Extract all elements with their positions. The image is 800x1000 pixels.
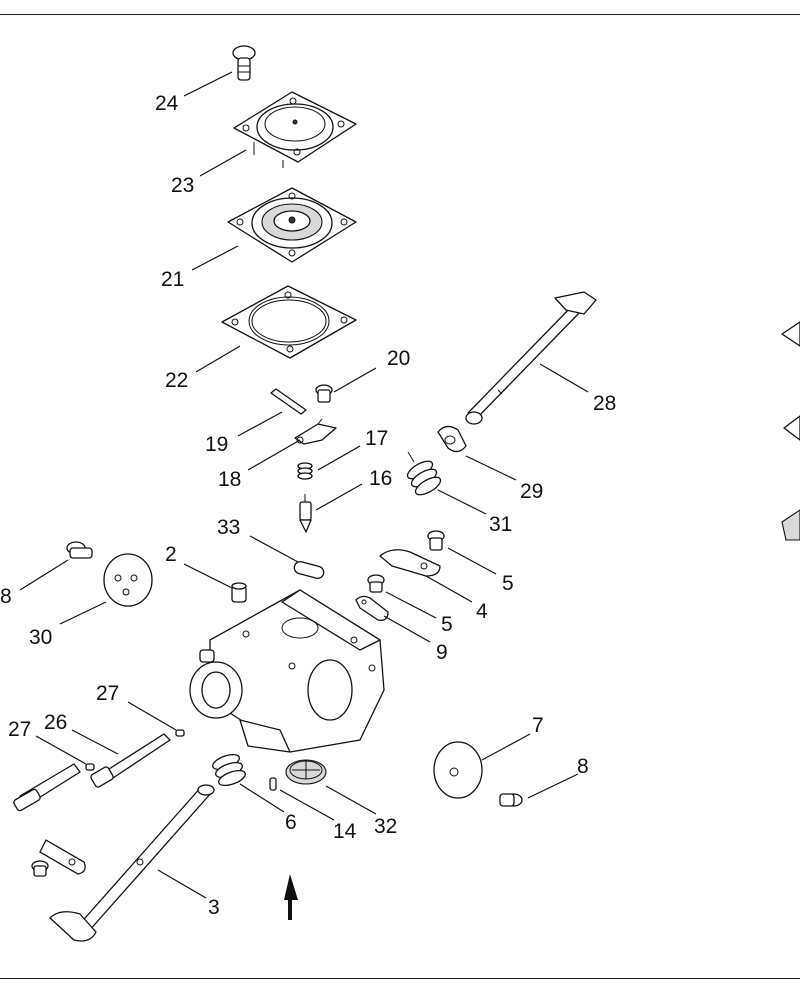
cropped-part-right-3 [781,509,800,541]
callout-19: 19 [205,433,228,456]
part-33-seal [293,561,325,579]
frame-bottom-border [0,978,800,979]
callout-27-upper: 27 [96,682,119,705]
part-bottom-lever [39,839,86,875]
part-14-pin [269,777,277,791]
part-8-screw-left [66,541,93,559]
callout-3: 3 [208,896,220,919]
part-3-shaft [49,784,215,942]
part-2-plug [231,582,247,603]
callout-9: 9 [436,641,448,664]
part-23-cover [233,91,357,168]
callout-29: 29 [520,480,543,503]
callout-16: 16 [369,467,392,490]
part-9-lever [355,595,389,621]
callout-22: 22 [165,369,188,392]
part-21-diaphragm [227,187,357,263]
part-5-screw-lower [367,574,385,593]
part-30-disc [103,553,153,607]
callout-24: 24 [155,92,179,115]
callout-23: 23 [171,174,194,197]
part-16-needle [299,494,312,533]
callout-33: 33 [217,516,240,539]
part-31-spring [406,451,442,496]
callout-31: 31 [489,513,512,536]
callout-30: 30 [29,626,52,649]
frame-top-border [0,14,800,15]
callout-14: 14 [333,820,357,843]
part-26-shaft [90,733,171,788]
part-24-screw [232,45,256,81]
part-8-screw-right [499,793,523,807]
leader-lines [19,71,589,899]
direction-arrow [284,874,298,920]
part-4-lever [379,549,441,577]
part-20-screw [315,384,333,403]
part-32-screen [285,759,327,785]
callout-5-upper: 5 [502,572,514,595]
callout-2: 2 [165,543,177,566]
part-shaft-left [13,763,81,812]
callout-17: 17 [365,427,388,450]
part-6-spring [212,753,246,787]
part-27-pin-upper [175,729,185,737]
callout-6: 6 [285,811,297,834]
callout-4: 4 [476,600,488,623]
part-27-pin-lower [85,763,95,771]
part-18-lever [294,418,337,445]
cropped-part-right-1 [781,321,800,347]
callout-26: 26 [44,711,67,734]
callout-labels: 24 23 21 22 20 19 18 17 16 28 29 31 33 2… [0,92,616,919]
callout-27-lower: 27 [8,718,31,741]
callout-20: 20 [387,347,410,370]
callout-32: 32 [374,815,397,838]
callout-8-left: 8 [0,585,12,608]
callout-7: 7 [532,714,544,737]
carburetor-body [189,589,385,753]
part-7-disc [433,741,483,799]
part-19-pin [270,388,307,415]
part-bottom-screw [31,860,49,877]
part-22-gasket [221,285,357,359]
callout-5-lower: 5 [441,613,453,636]
part-5-screw-upper [427,530,445,551]
callout-21: 21 [161,268,184,291]
part-28-shaft [465,291,597,425]
part-29-clip [437,425,467,453]
cropped-part-right-2 [783,415,800,441]
part-17-spring [297,462,313,480]
callout-8-right: 8 [577,755,589,778]
callout-18: 18 [218,468,241,491]
callout-28: 28 [593,392,616,415]
